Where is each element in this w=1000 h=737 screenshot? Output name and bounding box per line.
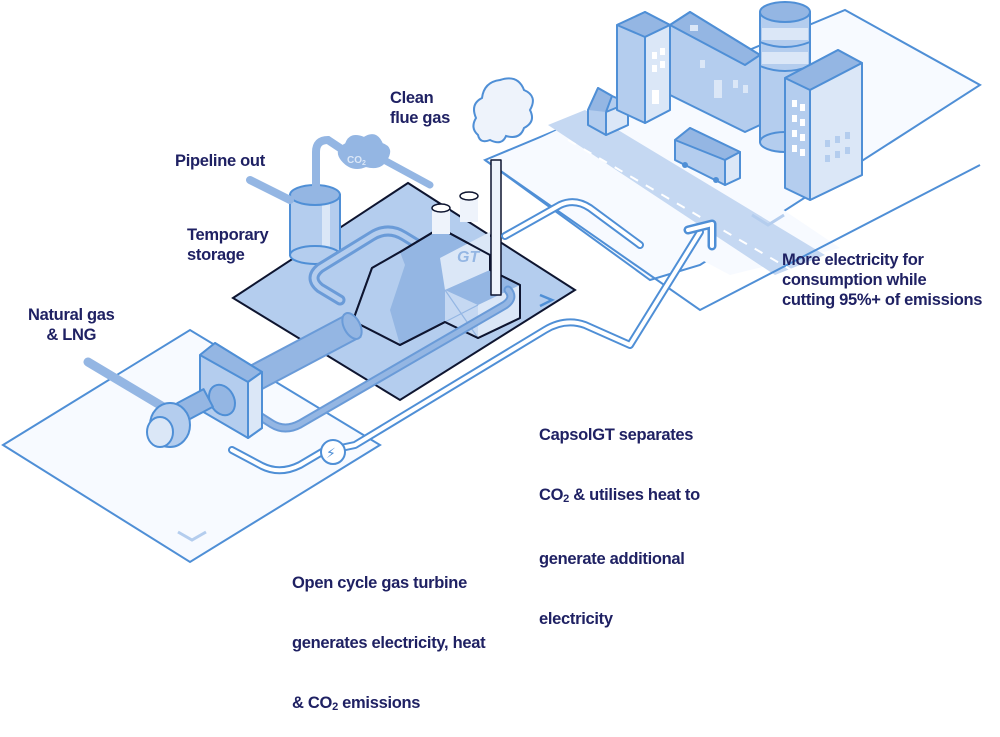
- chevron-down-icon: [751, 213, 785, 227]
- bus-icon: [674, 127, 741, 186]
- clean-flue-gas-cloud-icon: [472, 77, 534, 144]
- open-cycle-label: Open cycle gas turbine generates electri…: [292, 574, 486, 713]
- capsolgt-label: CapsolGT separates CO2 & utilises heat t…: [539, 426, 700, 628]
- lightning-node-icon: [320, 439, 346, 465]
- natural-gas-label: Natural gas& LNG: [28, 306, 115, 344]
- pipeline-out-label: Pipeline out: [175, 152, 265, 170]
- office-building-icon: [616, 11, 671, 124]
- road: [548, 110, 825, 275]
- road-markings: [567, 139, 801, 276]
- warehouse-building-icon: [669, 11, 761, 133]
- lightning-icon: ⚡: [326, 446, 336, 462]
- capture-diagram: GT ⚡ CO2: [1, 1, 982, 564]
- city-buildings: [587, 1, 863, 201]
- chevron-down-icon: [177, 530, 207, 542]
- storage-tank-icon: [246, 135, 344, 265]
- gas-turbine-icon: [146, 342, 263, 448]
- co2-cloud-label: CO2: [347, 155, 366, 167]
- chevron-right-icon: [539, 293, 556, 308]
- house-icon: [587, 87, 629, 136]
- tower-building-icon: [784, 49, 863, 201]
- turbine-plate: [1, 328, 382, 564]
- arrow-right-icon: [683, 219, 717, 251]
- gt-label: GT: [457, 249, 480, 266]
- natural-gas-pipe: [83, 357, 170, 413]
- co2-cloud-icon: [337, 134, 434, 189]
